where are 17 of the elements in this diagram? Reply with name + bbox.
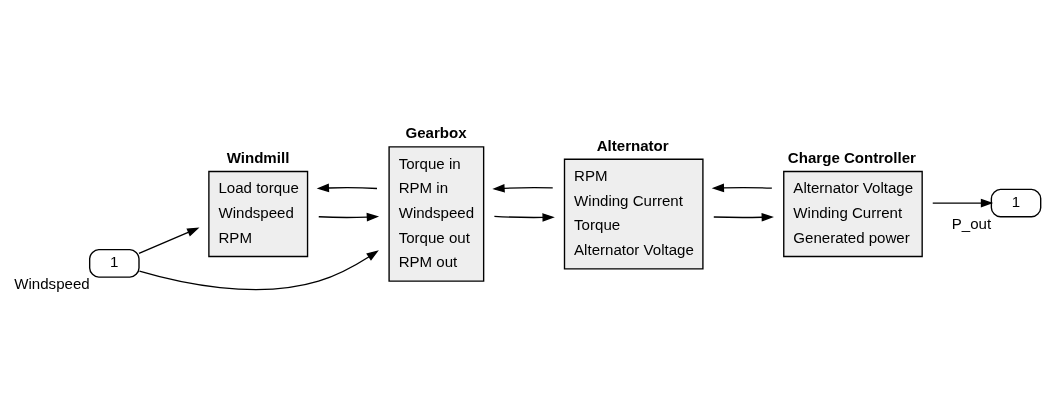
node-label: P_out [951,214,992,232]
arrow [713,212,774,222]
arrow [711,183,773,192]
arrow [138,249,379,290]
arrow [318,212,380,221]
node-box: 1 [89,248,140,278]
arrow [492,183,554,193]
arrow [138,227,200,254]
node-label: Alternator [596,136,669,154]
node-label: Gearbox [405,123,467,141]
arrow [316,183,378,192]
node-box: 1 [990,188,1042,217]
arrow [493,212,555,222]
node-label: Windspeed [14,274,90,292]
arrow [932,198,994,207]
node-label: Windmill [226,148,290,166]
node-label: Charge Controller [787,148,916,166]
